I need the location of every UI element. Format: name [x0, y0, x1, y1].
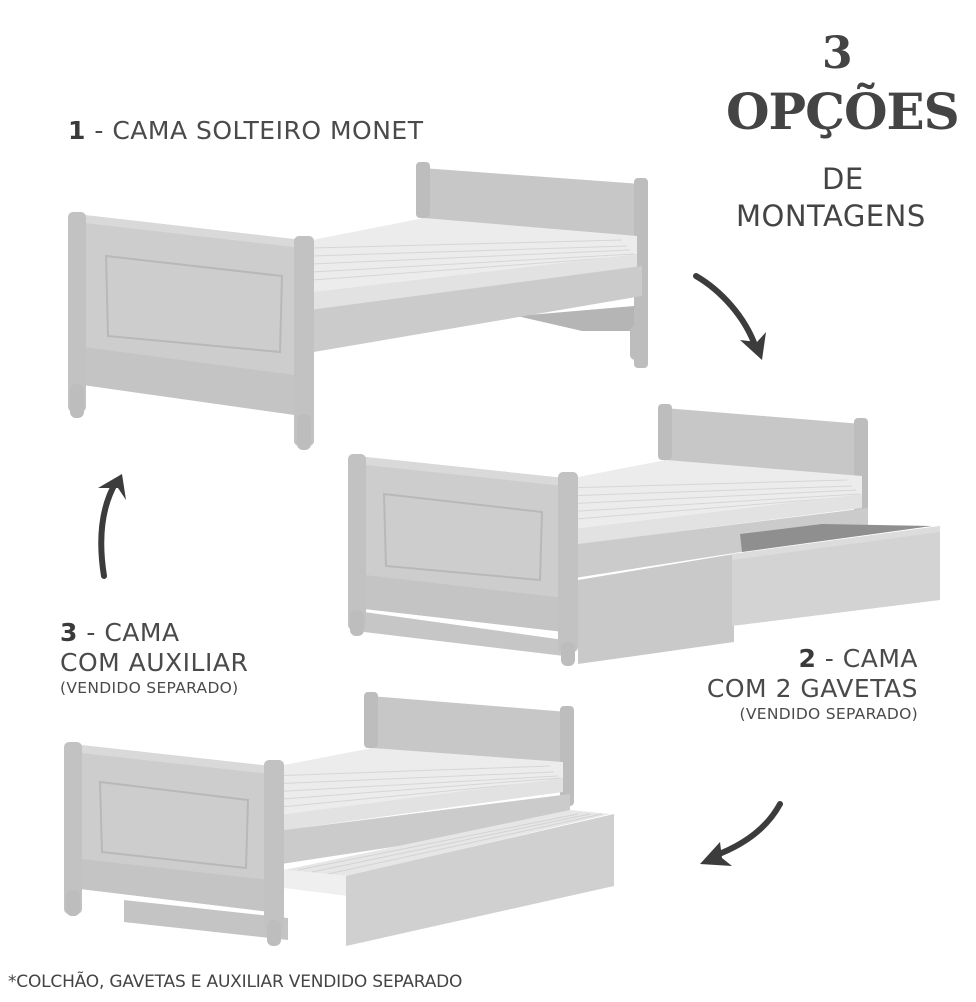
option-2-number: 2: [798, 644, 817, 673]
option-2-title-line1: CAMA: [842, 644, 918, 673]
option-3-number: 3: [60, 618, 78, 647]
option-3-separator: -: [77, 618, 105, 647]
bed-option-1-image: [68, 162, 648, 450]
option-3-note: (VENDIDO SEPARADO): [60, 679, 239, 697]
option-3-title-line2: COM AUXILIAR: [60, 648, 249, 677]
headline-subtitle-montagens: MONTAGENS: [736, 199, 926, 233]
arrow-1-to-2-icon: [693, 273, 766, 360]
bed-option-3-image: [64, 692, 614, 946]
option-1-number: 1: [68, 116, 86, 145]
option-2-title-line2: COM 2 GAVETAS: [706, 674, 918, 703]
option-3-title-line1: CAMA: [104, 618, 180, 647]
option-2-separator: -: [816, 644, 843, 673]
headline-title: OPÇÕES: [726, 82, 960, 141]
option-1-label: 1 - CAMA SOLTEIRO MONET: [68, 116, 424, 146]
option-1-separator: -: [85, 116, 113, 145]
bed-option-2-image: [348, 404, 940, 666]
arrow-2-to-3-icon: [700, 801, 783, 866]
option-1-title: CAMA SOLTEIRO MONET: [112, 116, 424, 145]
headline-number: 3: [822, 28, 853, 79]
footnote: *COLCHÃO, GAVETAS E AUXILIAR VENDIDO SEP…: [8, 972, 463, 992]
arrow-3-to-1-icon: [98, 474, 126, 579]
option-2-label: 2 - CAMA COM 2 GAVETAS (VENDIDO SEPARADO…: [707, 644, 918, 724]
option-3-label: 3 - CAMA COM AUXILIAR (VENDIDO SEPARADO): [60, 618, 248, 698]
headline-subtitle-de: DE: [822, 162, 864, 196]
option-2-note: (VENDIDO SEPARADO): [739, 705, 918, 723]
